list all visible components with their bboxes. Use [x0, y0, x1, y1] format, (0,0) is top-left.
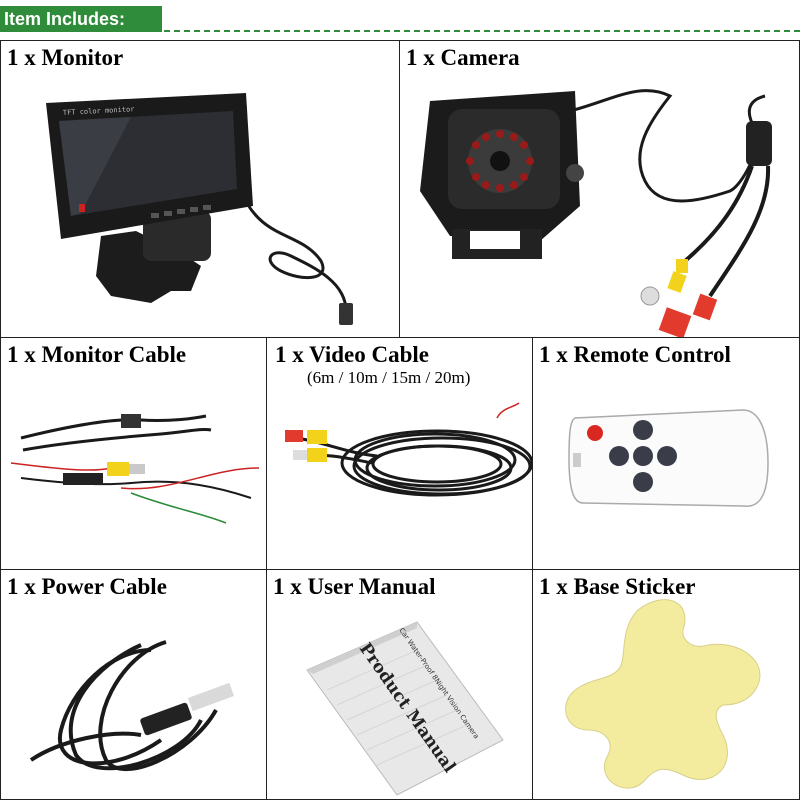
item-video-cable: 1 x Video Cable (6m / 10m / 15m / 20m)	[266, 337, 534, 571]
item-video-cable-label: 1 x Video Cable	[275, 342, 429, 367]
item-base-sticker: 1 x Base Sticker	[532, 569, 800, 800]
header-banner: Item Includes:	[0, 6, 162, 32]
item-monitor-label: 1 x Monitor	[7, 45, 124, 70]
item-monitor-cable-label: 1 x Monitor Cable	[7, 342, 187, 367]
item-camera-label: 1 x Camera	[406, 45, 520, 70]
header-title: Item Includes:	[4, 9, 126, 29]
power-cable-illustration	[29, 640, 235, 772]
user-manual-illustration: Product Manual Car Water-Proof 8Night Vi…	[306, 621, 504, 796]
item-user-manual: Product Manual Car Water-Proof 8Night Vi…	[266, 569, 534, 800]
video-cable-illustration	[285, 402, 533, 497]
item-video-cable-lengths: (6m / 10m / 15m / 20m)	[307, 368, 471, 387]
item-monitor-cable: 1 x Monitor Cable	[0, 337, 268, 571]
item-power-cable-label: 1 x Power Cable	[7, 574, 167, 599]
remote-control-illustration	[568, 409, 769, 507]
item-remote-control: 1 x Remote Control	[532, 337, 800, 571]
item-camera: 1 x Camera	[399, 40, 800, 339]
item-power-cable: 1 x Power Cable	[0, 569, 268, 800]
monitor-cable-illustration	[10, 414, 260, 524]
item-monitor: TFT color monitor 1 x Monitor	[0, 40, 401, 339]
item-user-manual-label: 1 x User Manual	[273, 574, 436, 599]
items-grid: TFT color monitor 1 x Monitor	[0, 40, 800, 800]
header-divider	[164, 30, 800, 32]
monitor-screen-text: TFT color monitor	[63, 105, 135, 117]
monitor-illustration: TFT color monitor	[46, 93, 353, 325]
camera-illustration	[420, 89, 772, 338]
base-sticker-illustration	[565, 599, 761, 789]
item-remote-control-label: 1 x Remote Control	[539, 342, 731, 367]
item-base-sticker-label: 1 x Base Sticker	[539, 574, 696, 599]
